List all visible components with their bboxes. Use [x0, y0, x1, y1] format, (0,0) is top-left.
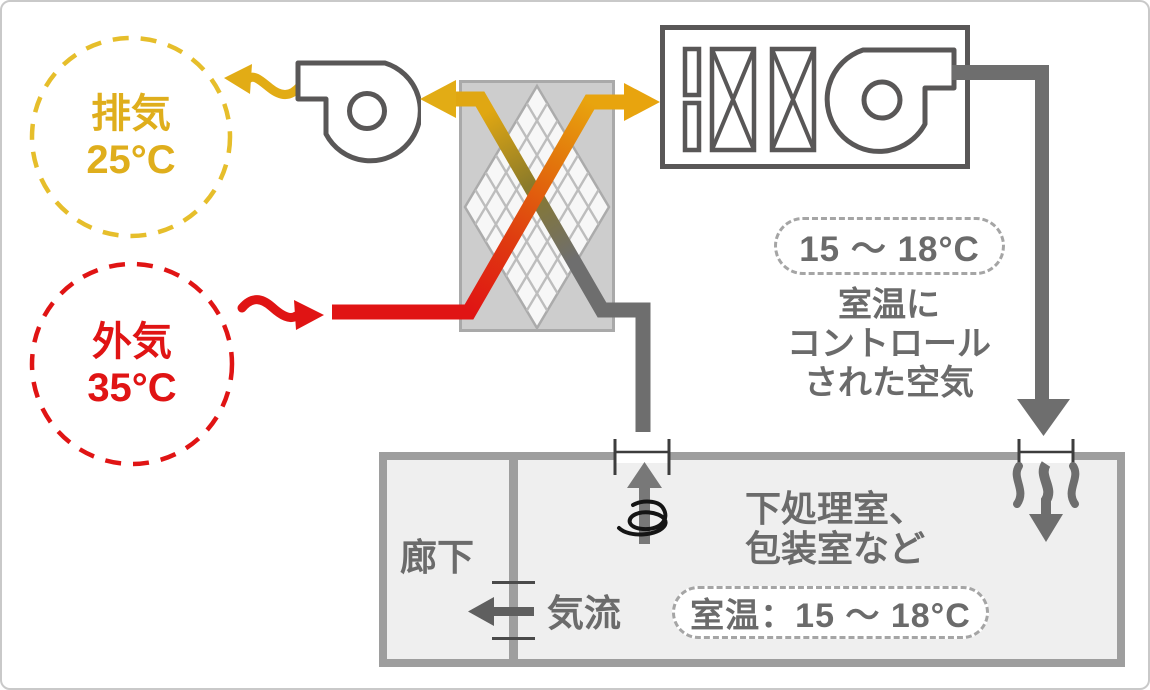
caption-line-1: 室温に	[838, 286, 940, 324]
outside-label: 外気	[92, 320, 172, 364]
return-air-flow	[447, 91, 651, 432]
exhaust-outlet-arrow-icon	[224, 64, 304, 99]
supply-temp-pill: 15 〜 18°C	[774, 217, 1005, 275]
room-name: 下処理室、 包装室など	[685, 489, 985, 569]
gap-ticks-return	[613, 439, 671, 475]
airflow-label: 気流	[547, 593, 621, 634]
exhaust-flow-arrowhead	[420, 80, 456, 118]
outside-air-inlet-arrow-icon	[237, 295, 324, 330]
supply-temp-text: 15 〜 18°C	[799, 229, 980, 269]
air-handling-unit	[660, 25, 970, 169]
supply-fan-icon	[824, 47, 957, 154]
supply-duct-arrow	[952, 65, 1070, 436]
room-temp-pill: 室温：15 〜 18°C	[672, 586, 989, 639]
supply-diffuser-icon	[1012, 461, 1080, 542]
exhaust-bubble-circle	[29, 35, 233, 239]
supply-air-caption: 室温に コントロール された空気	[754, 286, 1024, 403]
corridor-airflow-arrow-icon	[468, 597, 534, 626]
exhaust-bubble-label: 排気 25°C	[28, 91, 234, 183]
supply-flow-arrowhead	[624, 83, 660, 121]
corridor-wall	[509, 452, 518, 659]
caption-line-3: された空気	[804, 364, 974, 402]
caption-line-2: コントロール	[787, 325, 991, 363]
room-name-line-1: 下処理室、	[744, 488, 925, 529]
damper-icon	[682, 46, 702, 153]
corridor-label: 廊下	[400, 537, 474, 578]
spiral-extract-arrow-icon	[617, 462, 668, 544]
corridor-wall-tick-top	[492, 581, 535, 584]
air-flow-cross-arrows	[332, 80, 660, 432]
corridor-wall-tick-bottom	[492, 637, 535, 640]
exhaust-fan-icon	[295, 60, 421, 164]
outside-temp: 35°C	[87, 366, 177, 410]
filter-coil-icon	[709, 46, 817, 153]
outside-bubble-label: 外気 35°C	[29, 319, 235, 411]
room-name-line-2: 包装室など	[744, 528, 925, 569]
exhaust-label: 排気	[91, 92, 171, 136]
exhaust-temp: 25°C	[86, 138, 176, 182]
outside-bubble-circle	[29, 261, 235, 467]
room-temp-text: 室温：15 〜 18°C	[690, 597, 971, 635]
supply-air-flow	[332, 94, 626, 320]
